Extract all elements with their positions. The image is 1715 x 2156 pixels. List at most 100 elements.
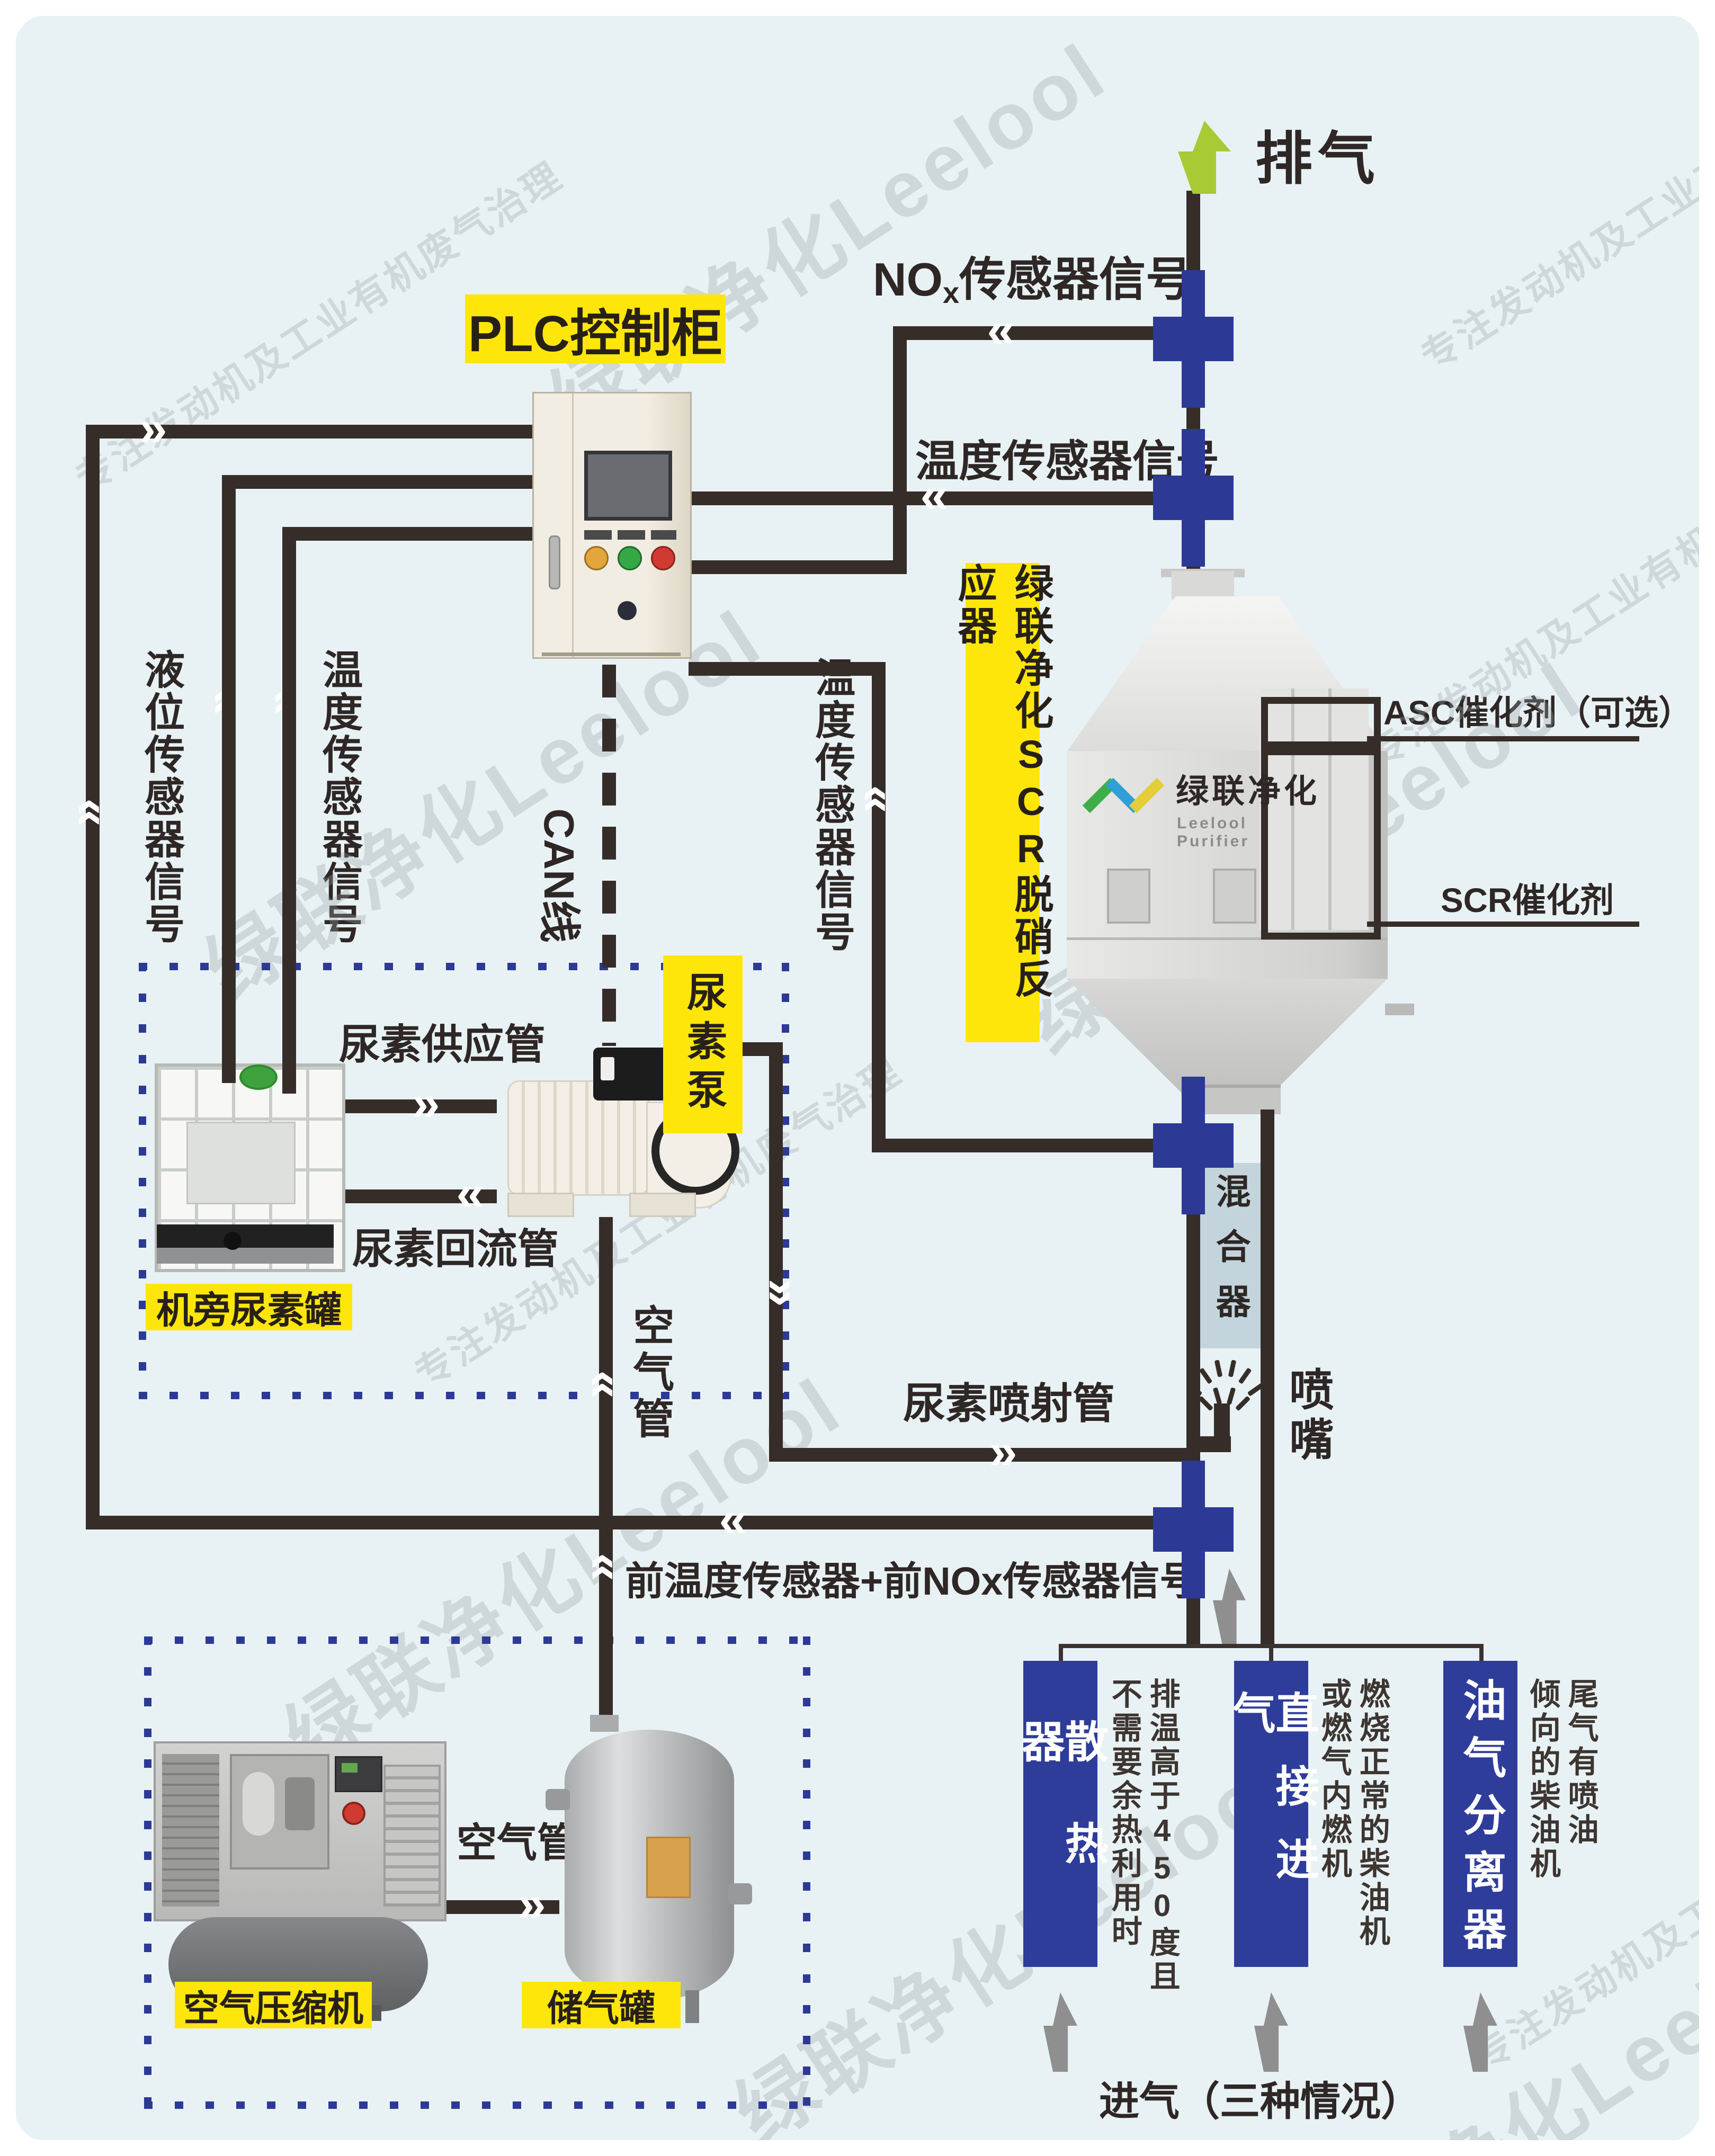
air-compressor: [154, 1741, 446, 2021]
intake-option-desc: 不需要余热利用时: [1106, 1678, 1141, 1949]
nozzle-label: 喷嘴: [1283, 1366, 1333, 1466]
catalyst-seam: [1291, 688, 1294, 930]
front-sensor-line-bottom: [86, 1516, 1182, 1529]
chevron-up-icon: «: [65, 798, 121, 822]
front-sensor-line-top: [86, 425, 532, 439]
nox-line-top: [893, 326, 1182, 340]
plc-button-yellow: [584, 546, 609, 570]
intake-option-desc: 尾气有喷油: [1563, 1678, 1598, 1847]
chevron-up-icon: «: [578, 1370, 635, 1394]
scr-callout-line: [1367, 922, 1639, 927]
asc-catalyst-label: ASC催化剂（可选）: [1383, 694, 1693, 732]
storage-tank-top-port: [590, 1715, 619, 1732]
urea-return-pipe: [338, 1189, 497, 1203]
intake-option-desc: 倾向的柴油机: [1525, 1678, 1560, 1881]
compressor-screen: [335, 1756, 382, 1792]
storage-tank-label: 储气罐: [522, 1982, 681, 2029]
logo-en-text: Leelool Purifier: [1177, 815, 1250, 850]
chevron-up-icon: «: [578, 1553, 635, 1577]
chevron-down-icon: «: [747, 1283, 804, 1307]
intake-stub: [1269, 1644, 1273, 1662]
plc-base: [542, 652, 681, 656]
mid-temp-line-bottom: [872, 1139, 1182, 1152]
compressor-label-text: 空气压缩机: [183, 1988, 363, 2029]
mid-temp-line-vertical: [872, 662, 886, 1152]
logo-cn-text: 绿联净化: [1176, 773, 1320, 810]
tank-plate: [186, 1122, 296, 1204]
chevron-right-icon: »: [517, 1875, 546, 1933]
compressor-label: 空气压缩机: [175, 1982, 372, 2029]
plc-door-handle: [549, 535, 560, 589]
nox-line-plc: [689, 560, 907, 574]
plc-label-strip: [584, 530, 612, 540]
chevron-left-icon: «: [987, 301, 1015, 359]
urea-pump-label: 尿素泵: [663, 955, 743, 1133]
plc-label-strip: [618, 530, 645, 540]
mixer-section: 混合器: [1200, 1163, 1261, 1348]
front-sensor-label: 前温度传感器+前NOx传感器信号: [625, 1559, 1199, 1603]
urea-station-label: 机旁尿素罐: [146, 1284, 352, 1331]
intake-caption: 进气（三种情况）: [1099, 2079, 1421, 2124]
intake-option-desc: 燃烧正常的柴油机: [1354, 1678, 1389, 1949]
compressor-filter: [243, 1772, 274, 1836]
reactor-side-label: 绿联净化SCR脱硝反应器: [952, 563, 1053, 1042]
compressor-vent-left: [162, 1754, 219, 1907]
compressor-stop-button: [342, 1802, 365, 1825]
chevron-right-icon: »: [139, 400, 167, 457]
tank-temp-line-top: [282, 527, 532, 541]
tank-pallet: [157, 1248, 334, 1264]
urea-supply-pipe: [338, 1099, 497, 1113]
plc-label-strip: [651, 530, 676, 540]
can-line: [602, 665, 616, 1046]
plc-label: PLC控制柜: [465, 294, 726, 363]
air-pipe-vertical: [599, 1217, 613, 1728]
asc-catalyst-outline: [1261, 697, 1381, 755]
injection-line-bottom: [769, 1448, 1200, 1462]
plc-label-text: PLC控制柜: [468, 305, 722, 362]
plc-button-red: [651, 546, 675, 570]
chevron-up-icon: «: [851, 785, 907, 809]
level-signal-label: 液位传感器信号: [138, 649, 184, 945]
nox-label-suffix: 传感器信号: [959, 253, 1193, 306]
level-sensor-line-top: [222, 475, 532, 489]
nozzle-stub-vertical: [1214, 1403, 1230, 1452]
intake-stub: [1479, 1644, 1484, 1662]
storage-tank-sticker: [646, 1837, 691, 1898]
nox-line-vertical: [893, 326, 907, 574]
mixer-pipe-wall-right: [1261, 1110, 1274, 1647]
pump-foot: [507, 1193, 574, 1217]
compressor-cabinet: [154, 1741, 446, 1921]
level-sensor-line-vertical: [222, 475, 236, 1083]
intake-stub: [1059, 1644, 1063, 1662]
plc-screen: [584, 451, 672, 521]
plc-cabinet: [532, 392, 692, 659]
storage-tank-label-text: 储气罐: [547, 1988, 655, 2029]
compressor-window: [230, 1754, 329, 1869]
compressor-screen-display: [342, 1763, 358, 1773]
storage-tank-nozzle-right: [728, 1883, 752, 1904]
pump-switch: [601, 1057, 614, 1080]
compressor-vent-right: [383, 1765, 441, 1907]
intake-option-separator: 油气分离器: [1443, 1661, 1517, 1967]
tank-cap: [239, 1064, 278, 1090]
air-pipe-horizontal: [442, 1900, 559, 1914]
catalyst-seam: [1328, 688, 1332, 930]
intake-option-title: 油气分离器: [1457, 1678, 1505, 1964]
injection-line-vertical: [769, 1042, 783, 1462]
chevron-left-icon: «: [456, 1165, 484, 1222]
chevron-left-icon: «: [719, 1491, 747, 1548]
asc-callout-line: [1367, 736, 1639, 741]
nox-label-subscript: x: [943, 276, 960, 309]
air-pipe-label-urea: 空气管: [627, 1304, 674, 1444]
intake-option-desc: 排温高于450度且: [1145, 1678, 1180, 1994]
mixer-label: 混合器: [1211, 1173, 1250, 1338]
reactor-weld-seam: [1067, 937, 1388, 940]
plc-knob: [618, 601, 637, 620]
reactor-outlet-stub: [1172, 571, 1234, 600]
injection-pipe-label: 尿素喷射管: [903, 1380, 1115, 1427]
pump-foot: [629, 1193, 696, 1217]
mid-temp-signal-label: 温度传感器信号: [809, 657, 854, 953]
tank-valve: [224, 1232, 242, 1250]
chevron-left-icon: «: [920, 467, 948, 524]
